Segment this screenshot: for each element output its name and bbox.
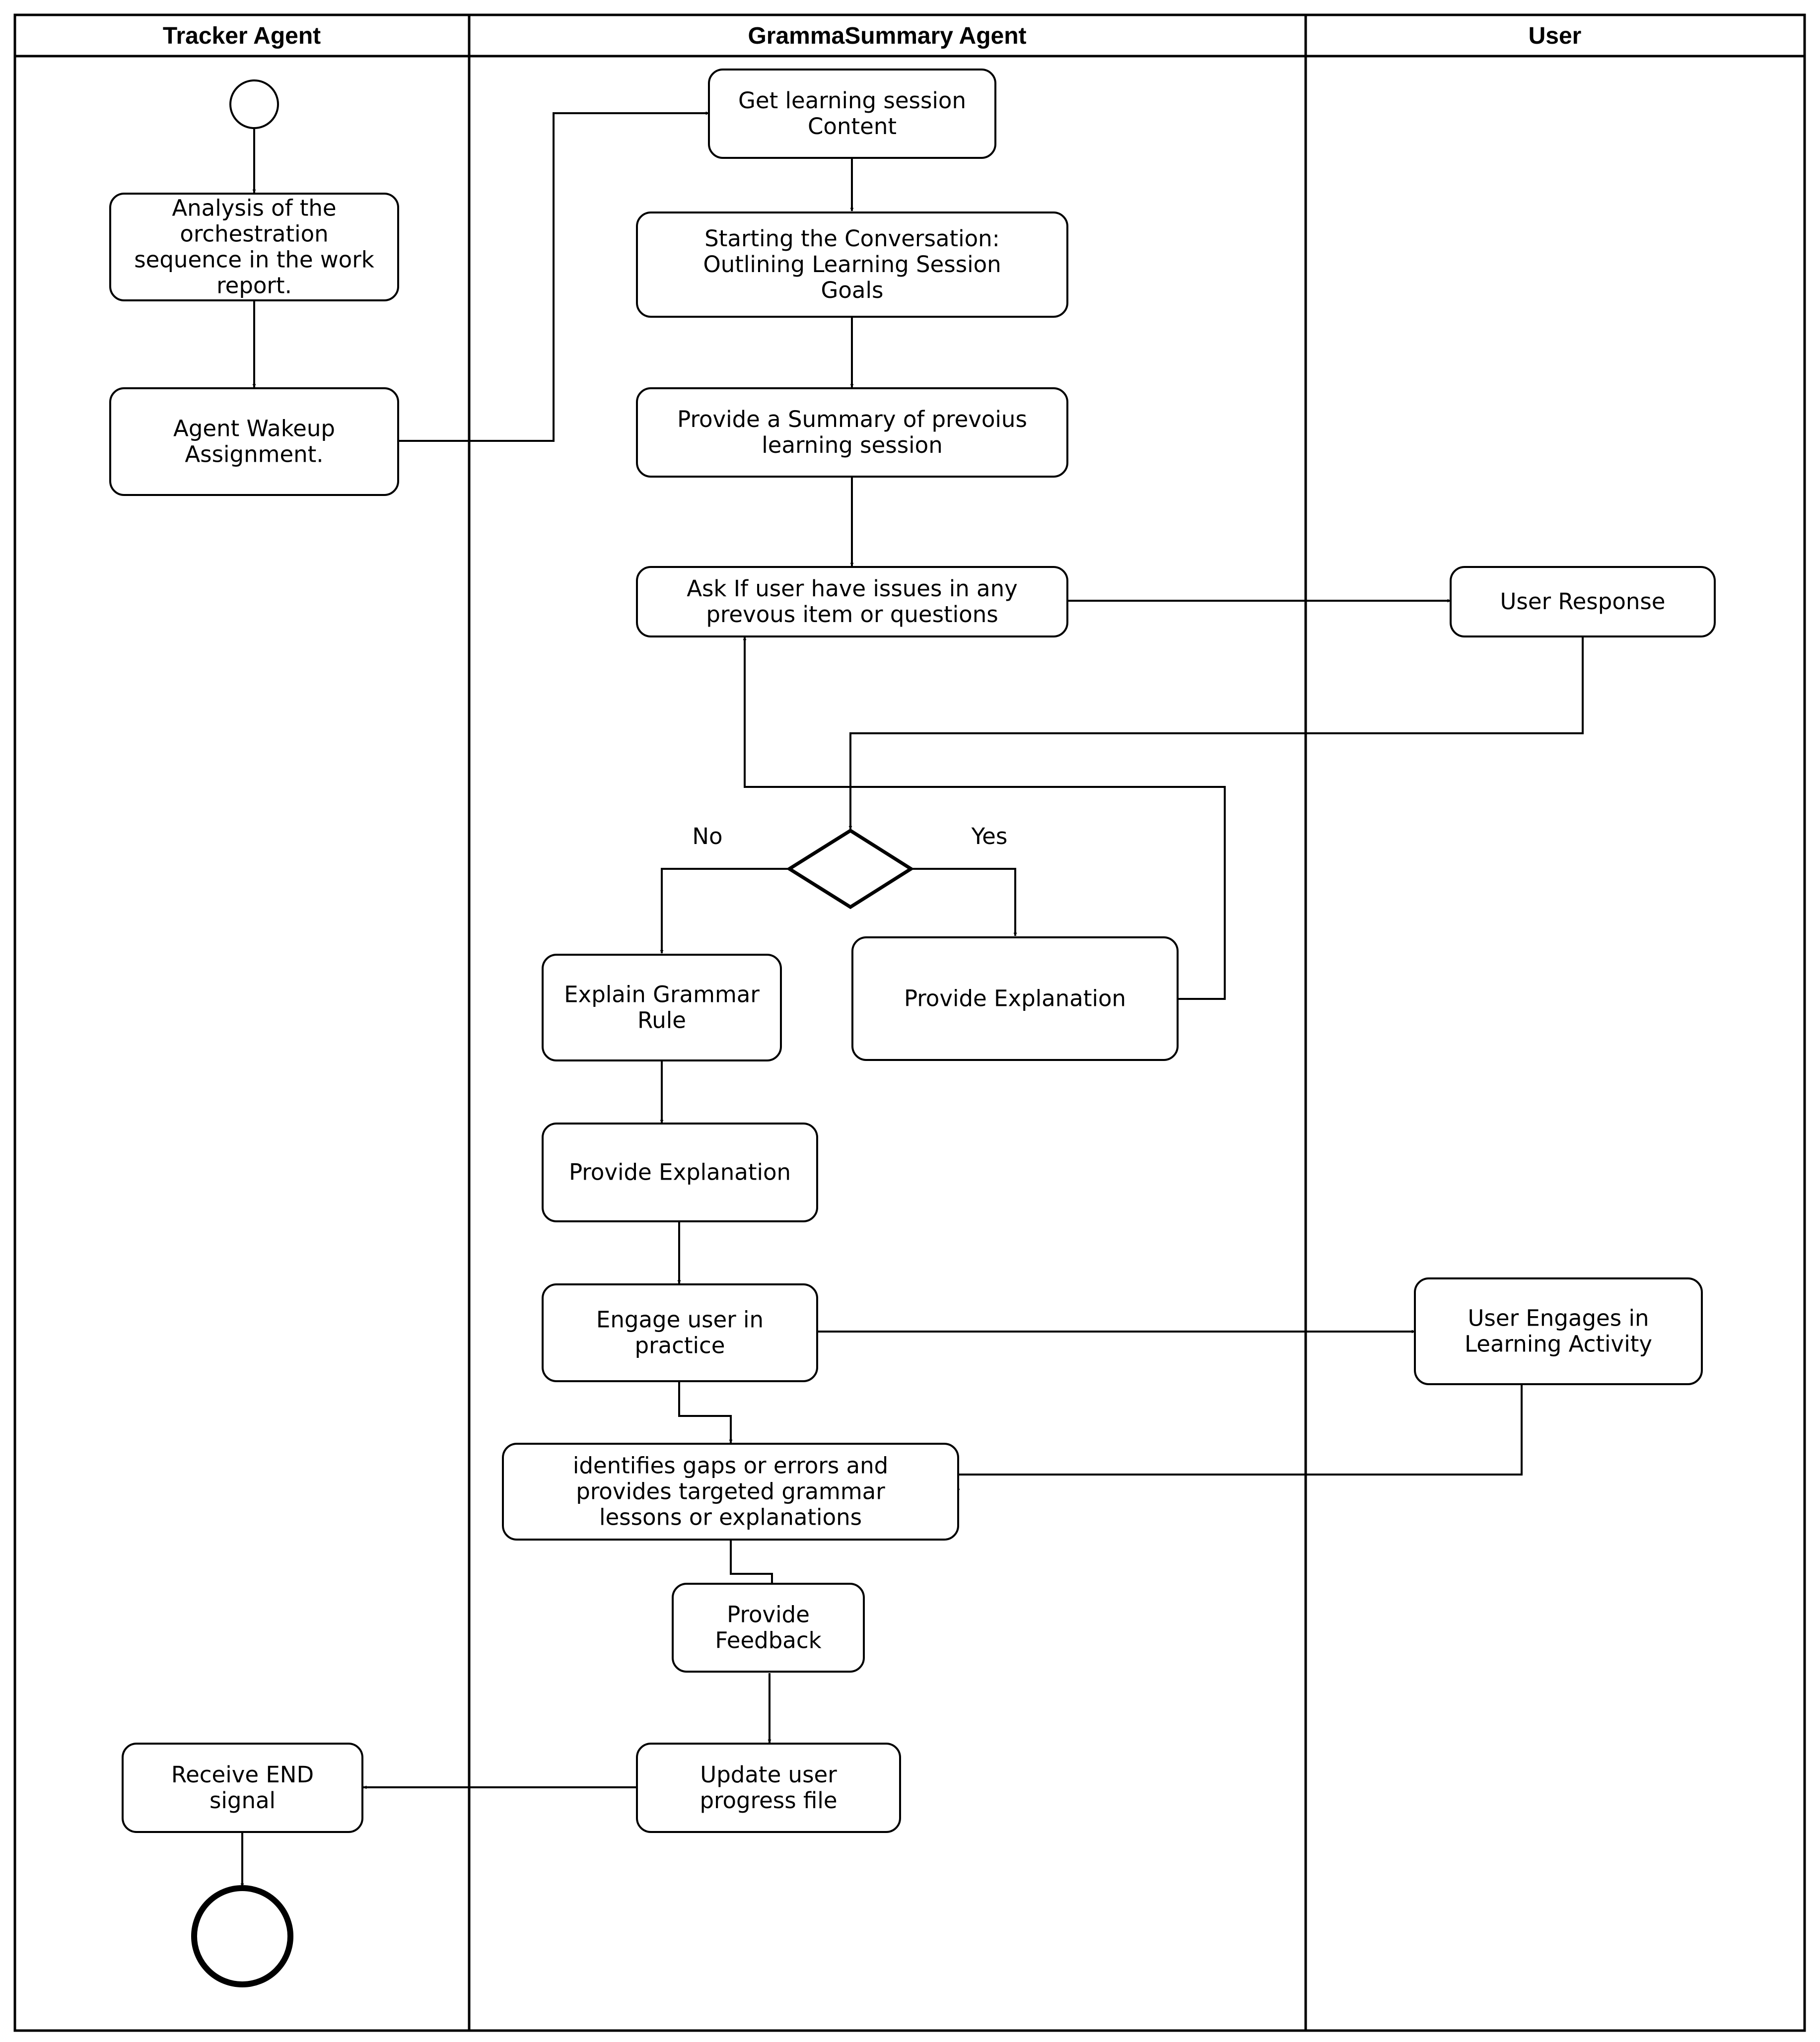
node-box [672,1583,865,1673]
node-label-line: Starting the Conversation: [704,225,1000,252]
node-provide-expl-no: Provide Explanation [542,1123,818,1222]
edge-engage-gaps [678,1381,733,1443]
node-label-line: Get learning session [738,87,966,114]
edge-decision-yes [911,868,1017,936]
edge-userengages-gaps [956,1385,1523,1492]
decision-yes-label: Yes [971,823,1008,849]
node-label-line: Engage user in [596,1307,764,1333]
edge-userresponse-decision [848,636,1584,830]
node-label-line: User Engages in [1468,1305,1649,1332]
lane-title-grammar: GrammaSummary Agent [748,23,1026,49]
node-box [851,936,1179,1061]
node-label-line: report. [216,273,292,299]
node-label-line: sequence in the work [134,247,374,273]
node-box [1414,1277,1703,1385]
node-label-line: Explain Grammar [564,982,760,1008]
node-label-line: identifies gaps or errors and [573,1453,888,1479]
node-box [109,387,399,496]
node-label-line: learning session [762,432,942,458]
node-label-line: Receive END [171,1761,314,1788]
node-box [636,566,1068,637]
lane-title-tracker: Tracker Agent [163,23,321,49]
node-box [708,69,996,159]
decision-no-label: No [692,823,722,849]
node-label-line: Outlining Learning Session [703,251,1001,278]
node-label-line: Content [808,113,897,140]
node-label-line: Agent Wakeup [173,416,335,442]
node-label-line: provides targeted grammar [576,1479,885,1505]
node-box [542,1123,818,1222]
node-label-line: User Response [1500,588,1666,615]
node-label-line: lessons or explanations [599,1504,862,1531]
node-label-line: Learning Activity [1465,1331,1652,1357]
edge-yesexpl-loop [743,636,1226,1000]
swimlane-frame [13,13,1806,2032]
node-label-line: Provide [727,1602,810,1628]
node-label-line: Provide Explanation [569,1159,791,1186]
node-label-line: Rule [637,1007,686,1034]
node-label-line: Provide Explanation [904,986,1126,1012]
decision-diamond [786,828,914,910]
node-label-line: Assignment. [185,441,323,468]
node-box [1450,566,1716,637]
node-label-line: Analysis of the [172,195,336,221]
node-label-line: Goals [821,277,884,303]
node-box [122,1743,363,1833]
edge-gaps-feedback [730,1540,774,1587]
node-box [542,1283,818,1382]
edge-decision-no [660,868,789,954]
node-box [636,211,1068,318]
start-node [229,79,279,129]
node-label-line: progress file [700,1787,837,1814]
end-node [191,1885,293,1987]
node-label-line: Feedback [715,1627,821,1654]
node-label-line: Provide a Summary of prevoius [677,406,1027,432]
node-label-line: practice [635,1333,725,1359]
node-provide-expl-yes: Provide Explanation [851,936,1179,1061]
node-box [636,1743,901,1833]
node-label-line: signal [210,1787,276,1814]
node-box [542,954,782,1061]
node-label-line: orchestration [180,221,328,247]
node-box [636,387,1068,478]
node-label-line: prevous item or questions [706,601,998,628]
node-box [502,1443,959,1541]
node-label-line: Ask If user have issues in any [687,575,1018,602]
node-user-response: User Response [1450,566,1716,637]
edge-wakeup-getcontent [398,111,709,442]
node-box [109,193,399,301]
node-label-line: Update user [700,1761,837,1788]
node-start-conv: Starting the Conversation:Outlining Lear… [636,211,1068,318]
lane-title-user: User [1529,23,1582,49]
